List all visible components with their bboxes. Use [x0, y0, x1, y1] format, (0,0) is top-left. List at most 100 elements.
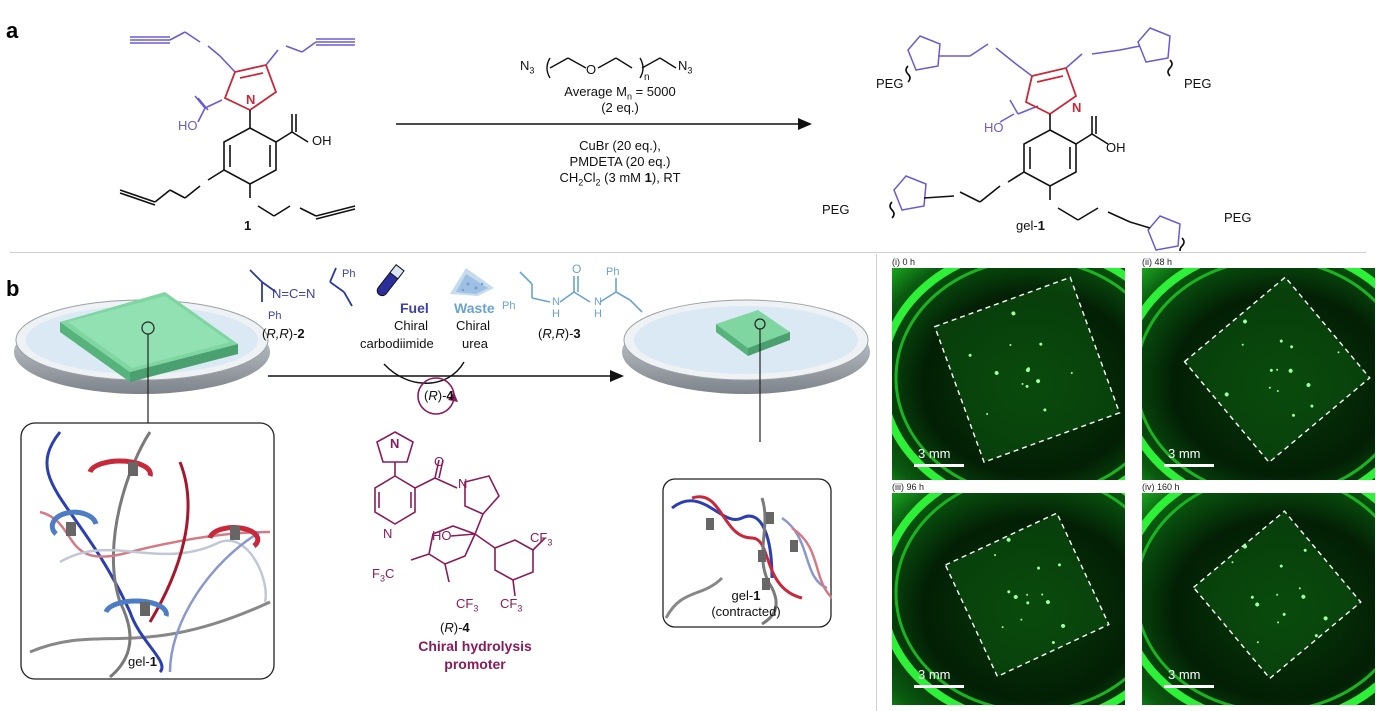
repeat-n-label: n [644, 72, 650, 83]
fluorescent-speck [1026, 593, 1029, 596]
fluorescent-speck [994, 370, 999, 375]
fluorescent-speck [1276, 593, 1279, 596]
scale-bar-2 [1164, 464, 1214, 467]
azide-left: N3 [520, 58, 535, 76]
fuel-carbodiimide-core: N=C=N [272, 286, 316, 301]
cf3-bottom-left-label: CF3 [456, 596, 479, 614]
azide-right: N3 [678, 58, 693, 76]
photo-artwork-4 [1142, 493, 1375, 705]
fluorescent-speck [1036, 379, 1041, 384]
fluorescent-speck [1241, 343, 1244, 346]
fluorescent-speck [1301, 594, 1306, 599]
gel-photo-48h: 3 mm [1142, 268, 1375, 480]
solvent-conditions: CH2Cl2 (3 mM 1), RT [559, 170, 681, 188]
product-pyrrole-n: N [1072, 100, 1082, 115]
photo-caption-4: (iv) 160 h [1142, 482, 1180, 492]
gel-outline-dashed [1183, 276, 1371, 464]
fluorescent-speck [1037, 566, 1041, 570]
fluorescent-speck [1025, 384, 1029, 388]
scale-label-4: 3 mm [1168, 667, 1201, 682]
pyrrolidine-n-label: N [390, 436, 400, 451]
fluorescent-speck [1242, 319, 1247, 324]
fluorescent-speck [1337, 351, 1340, 354]
product-ho-label: HO [984, 120, 1004, 135]
cf3-right-label: CF3 [530, 530, 553, 548]
fluorescent-speck [1255, 602, 1260, 607]
fluorescent-speck [1288, 368, 1293, 373]
fluorescent-speck [1007, 590, 1011, 594]
waste-line1: Chiral [456, 318, 490, 333]
photo-square-2 [1183, 276, 1371, 464]
cubr-conditions: CuBr (20 eq.), [579, 138, 661, 153]
peg-o-label: O [586, 62, 597, 77]
fuel-title: Fuel [400, 300, 429, 316]
fuel-ph-right: Ph [342, 268, 356, 280]
gel-1-contracted-note: (contracted) [711, 604, 781, 619]
panel-a-label: a [6, 18, 19, 43]
urea-o-label: O [572, 262, 582, 276]
gel-outline-dashed [944, 512, 1110, 678]
fluorescent-speck [1291, 413, 1295, 417]
fluorescent-speck [1045, 600, 1050, 605]
fluorescent-speck [1021, 382, 1024, 385]
fluorescent-speck [1070, 371, 1073, 374]
petri-dish-right [622, 299, 870, 442]
fluorescent-speck [1006, 537, 1011, 542]
photo-caption-2: (ii) 48 h [1142, 257, 1173, 267]
scale-label-2: 3 mm [1168, 446, 1201, 461]
section-divider [10, 252, 1366, 253]
reagent-equiv: (2 eq.) [601, 100, 639, 115]
peg-label-1: PEG [876, 76, 904, 91]
fluorescent-speck [1043, 408, 1047, 412]
fluorescent-speck [1001, 626, 1004, 629]
fuel-ph-left: Ph [268, 310, 282, 322]
product-name: gel-1 [1016, 218, 1045, 233]
waste-powder-icon [450, 268, 494, 296]
peg-label-4: PEG [1224, 210, 1252, 225]
scale-bar-1 [914, 464, 964, 467]
fuel-line2: carbodiimide [360, 336, 434, 351]
gel-1-left-label: gel-1 [128, 654, 157, 669]
fluorescent-speck [1277, 621, 1280, 624]
reaction-arrow-b [268, 361, 624, 415]
fluorescent-speck [1306, 382, 1311, 387]
fuel-compound-label: (R,R)-2 [262, 326, 305, 341]
photo-artwork-2 [1142, 268, 1375, 480]
waste-title: Waste [454, 300, 495, 316]
waste-compound-label: (R,R)-3 [538, 326, 581, 341]
cf3-bottom-right-label: CF3 [500, 596, 523, 614]
gel-1-contracted-label: gel-1 [731, 588, 761, 603]
fluorescent-speck [1279, 339, 1283, 343]
fluorescent-speck [1290, 345, 1294, 349]
fluorescent-speck [968, 353, 972, 357]
fluorescent-speck [1231, 561, 1234, 564]
fluorescent-speck [1011, 311, 1016, 316]
fluorescent-speck [1310, 404, 1314, 408]
fuel-line1: Chiral [394, 318, 428, 333]
photo-square-3 [944, 512, 1110, 678]
fluorescent-speck [1242, 544, 1247, 549]
test-tube-icon [376, 264, 405, 297]
pyridine-n-label: N [383, 526, 393, 541]
compound-1-ho-label: HO [178, 118, 198, 133]
fluorescent-speck [1276, 390, 1279, 393]
scale-bar-4 [1164, 685, 1214, 688]
gel-1-product-structure [889, 27, 1185, 251]
fluorescent-speck [1013, 594, 1018, 599]
peg-bis-azide-reagent: N3 O n N3 [520, 40, 720, 83]
promoter-ho-label: HO [432, 528, 452, 543]
fluorescent-speck [1314, 634, 1318, 638]
gel-photo-0h: 3 mm [892, 268, 1125, 480]
compound-1-oh-label: OH [312, 133, 332, 148]
fluorescent-speck [986, 413, 989, 416]
promoter-o-label: O [434, 454, 445, 469]
fluorescent-speck [1268, 386, 1271, 389]
fluorescent-speck [1058, 563, 1062, 567]
urea-ph-left: Ph [502, 300, 516, 312]
fluorescent-speck [1009, 344, 1012, 347]
fluorescent-speck [1282, 612, 1286, 616]
photo-square-4 [1192, 510, 1362, 680]
waste-urea-structure [519, 271, 643, 313]
